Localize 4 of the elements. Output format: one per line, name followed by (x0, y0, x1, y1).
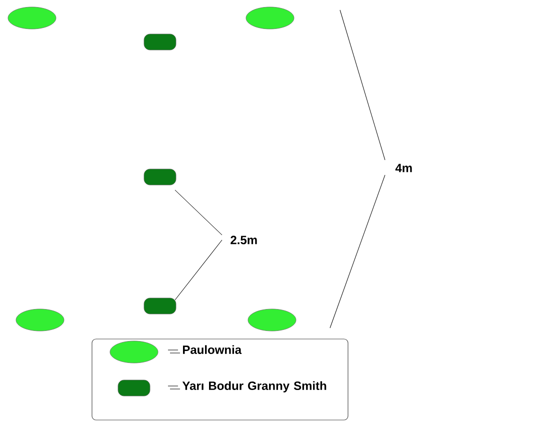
dimension-label: 2.5m (230, 236, 257, 244)
legend-text: Paulownia (183, 345, 242, 354)
legend-text: Yarı Bodur Granny Smith (182, 381, 326, 392)
dimension-label: 4m (395, 164, 412, 172)
